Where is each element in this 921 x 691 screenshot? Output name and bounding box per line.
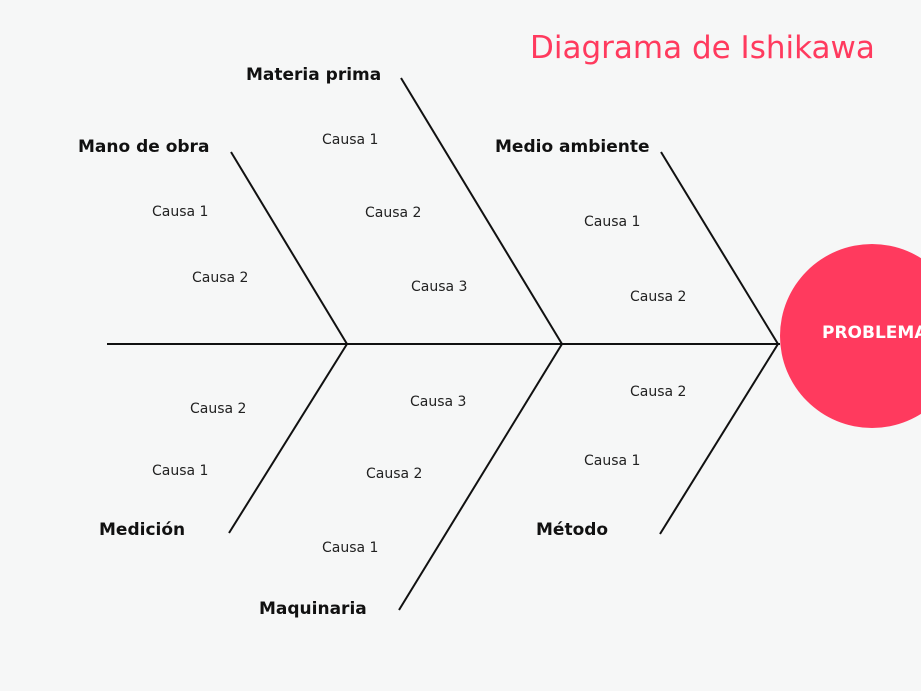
category-materia-prima: Materia prima [246, 65, 382, 85]
cause-metodo-1: Causa 1 [584, 453, 641, 469]
cause-medio-ambiente-1: Causa 1 [584, 214, 641, 230]
diagram-title: Diagrama de Ishikawa [530, 30, 875, 66]
cause-maquinaria-1: Causa 1 [322, 540, 379, 556]
cause-materia-prima-3: Causa 3 [411, 279, 468, 295]
bone-medicion [228, 343, 348, 534]
bone-materia-prima [400, 77, 563, 345]
cause-mano-de-obra-1: Causa 1 [152, 204, 209, 220]
bone-medio-ambiente [660, 151, 779, 345]
cause-medicion-2: Causa 2 [190, 401, 247, 417]
bone-maquinaria [398, 343, 563, 611]
cause-metodo-2: Causa 2 [630, 384, 687, 400]
bone-mano-de-obra [230, 151, 348, 345]
cause-medio-ambiente-2: Causa 2 [630, 289, 687, 305]
cause-materia-prima-2: Causa 2 [365, 205, 422, 221]
cause-materia-prima-1: Causa 1 [322, 132, 379, 148]
effect-circle [780, 244, 921, 428]
cause-medicion-1: Causa 1 [152, 463, 209, 479]
category-maquinaria: Maquinaria [259, 599, 367, 619]
cause-maquinaria-2: Causa 2 [366, 466, 423, 482]
effect-label: PROBLEMA [822, 323, 921, 343]
category-medio-ambiente: Medio ambiente [495, 137, 650, 157]
category-metodo: Método [536, 520, 609, 540]
bone-metodo [659, 343, 779, 535]
category-medicion: Medición [99, 520, 186, 540]
cause-maquinaria-3: Causa 3 [410, 394, 467, 410]
category-mano-de-obra: Mano de obra [78, 137, 210, 157]
cause-mano-de-obra-2: Causa 2 [192, 270, 249, 286]
